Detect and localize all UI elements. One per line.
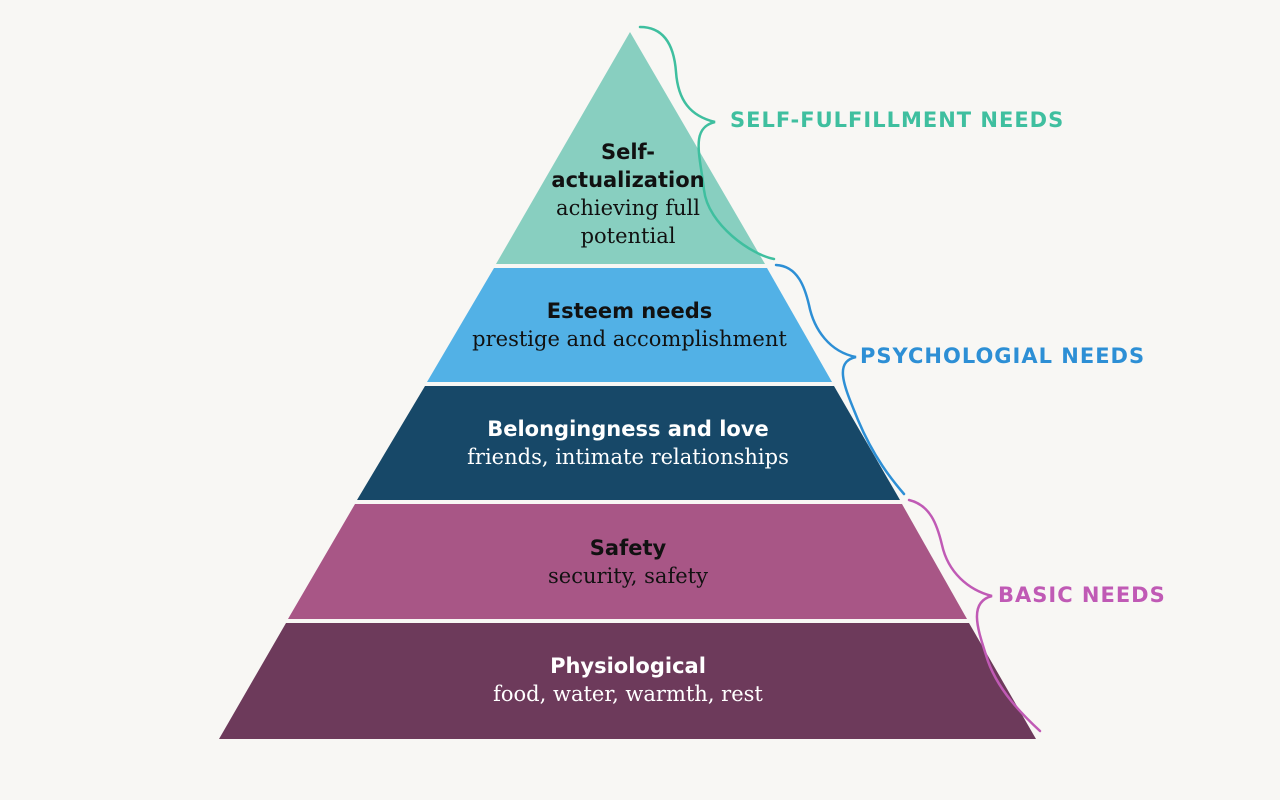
tier-description: achieving full potential: [556, 196, 700, 248]
group-label-basic: BASIC NEEDS: [998, 583, 1166, 607]
tier-physiological: Physiological food, water, warmth, rest: [378, 645, 878, 715]
tier-title: Safety: [589, 536, 667, 560]
tier-shape-esteem: [427, 268, 832, 382]
tier-title: Physiological: [550, 654, 706, 678]
tier-esteem-needs: Esteem needs prestige and accomplishment: [427, 290, 832, 360]
brace-self-fulfillment: [638, 25, 776, 261]
tier-safety: Safety security, safety: [378, 527, 878, 597]
tier-self-actualization: Self- actualization achieving full poten…: [528, 134, 728, 254]
tier-shape-self-actualization: [496, 32, 765, 264]
tier-shape-physiological: [219, 623, 1036, 739]
tier-title: Esteem needs: [546, 299, 713, 323]
tier-description: prestige and accomplishment: [472, 327, 787, 351]
tier-title: Belongingness and love: [487, 417, 769, 441]
tier-belongingness: Belongingness and love friends, intimate…: [378, 408, 878, 478]
tier-description: friends, intimate relationships: [467, 445, 789, 469]
tier-description: food, water, warmth, rest: [493, 682, 763, 706]
tier-shape-belongingness: [357, 386, 900, 500]
brace-basic: [907, 498, 1042, 733]
tier-shape-safety: [288, 504, 967, 619]
group-label-self-fulfillment: SELF-FULFILLMENT NEEDS: [730, 108, 1065, 132]
tier-description: security, safety: [548, 564, 708, 588]
group-label-psychological: PSYCHOLOGIAL NEEDS: [860, 344, 1146, 368]
brace-psychological: [774, 263, 906, 496]
tier-title: Self- actualization: [551, 140, 705, 192]
